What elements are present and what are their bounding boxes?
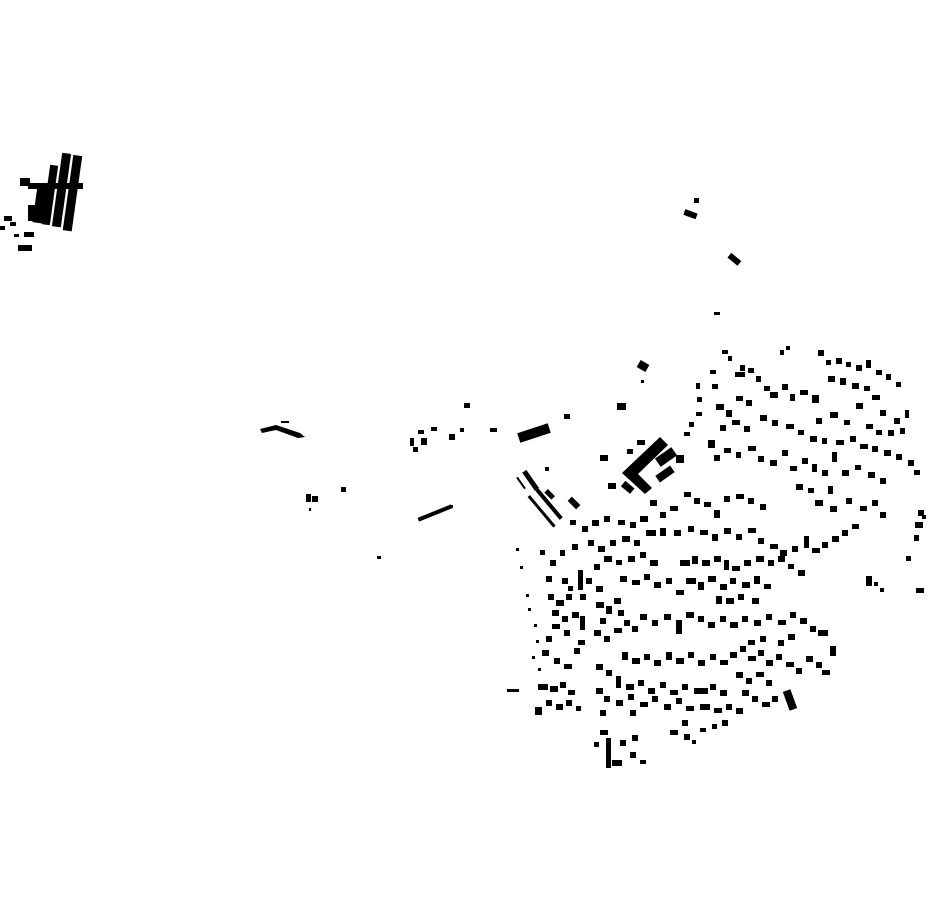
large-building-complex [600, 437, 684, 494]
outlier-buildings-north [636, 198, 742, 383]
outlier-buildings-west [260, 403, 626, 715]
industrial-cluster-northwest [0, 152, 83, 251]
town-center-buildings [516, 346, 926, 768]
railway-edge-buildings [516, 467, 581, 528]
